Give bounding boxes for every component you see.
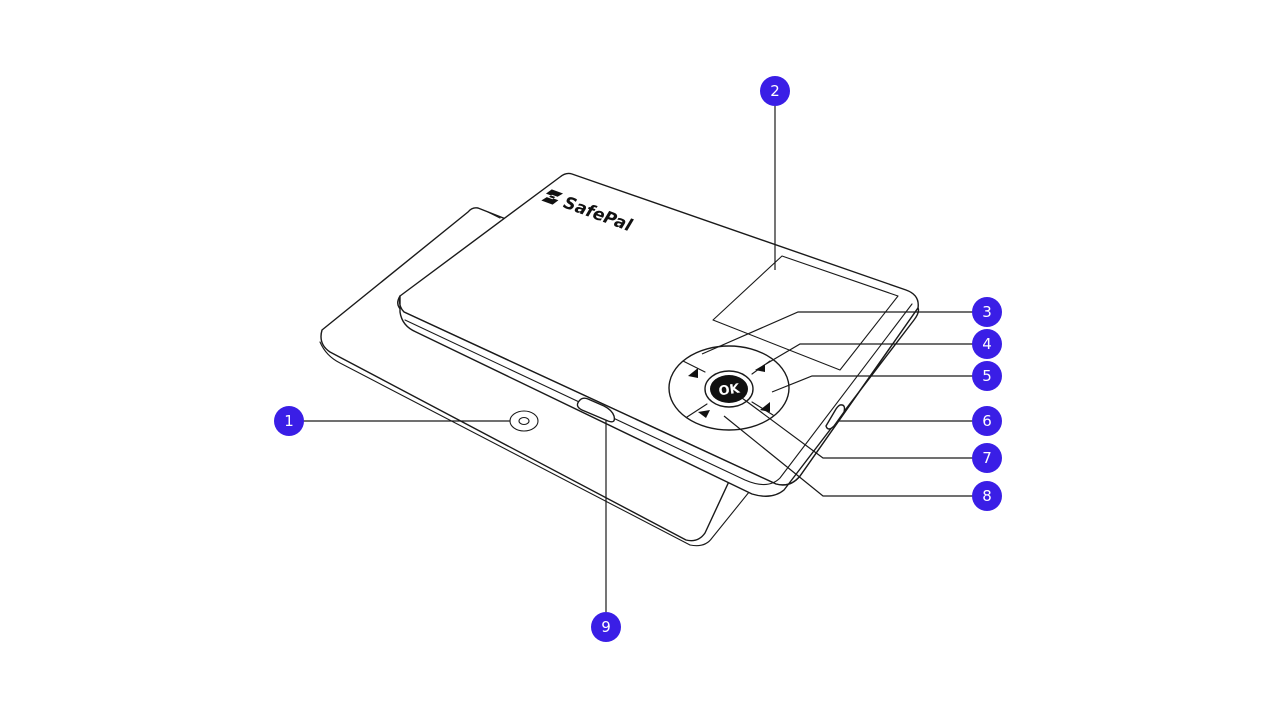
callout-6-number: 6	[982, 412, 992, 430]
callout-5-circle	[972, 361, 1002, 391]
callout-7-number: 7	[982, 449, 992, 467]
leader-4	[765, 343, 973, 365]
callout-4-number: 4	[982, 335, 992, 353]
callout-3-number: 3	[982, 303, 992, 321]
callout-9-number: 9	[601, 618, 611, 636]
callout-8-number: 8	[982, 487, 992, 505]
leader-8	[723, 415, 973, 497]
leader-lines	[303, 106, 973, 612]
device-body	[397, 172, 920, 497]
callout-2: 2	[760, 76, 790, 106]
callout-4-circle	[972, 329, 1002, 359]
callout-2-circle	[760, 76, 790, 106]
ok-button-label: OK	[718, 381, 742, 399]
ok-button[interactable]	[710, 375, 748, 403]
callout-7-circle	[972, 443, 1002, 473]
front-slot	[576, 397, 616, 423]
screen-outline	[712, 255, 899, 371]
back-case-edge	[319, 341, 691, 546]
callout-7: 7	[972, 443, 1002, 473]
up-arrow-icon[interactable]	[755, 364, 765, 372]
left-arrow-icon[interactable]	[688, 368, 698, 378]
device-body-side	[398, 295, 920, 497]
side-port-outline	[825, 404, 846, 430]
callout-3: 3	[972, 297, 1002, 327]
dpad-divider-1	[682, 360, 706, 373]
right-arrow-icon[interactable]	[760, 402, 770, 412]
callout-5: 5	[972, 361, 1002, 391]
safepal-logo-mark	[541, 189, 564, 205]
callout-4: 4	[972, 329, 1002, 359]
back-case-top-edge	[487, 211, 501, 219]
dpad: OK	[668, 345, 790, 431]
callout-8: 8	[972, 481, 1002, 511]
leader-7	[741, 397, 973, 459]
device-body-lower-edge	[404, 303, 913, 486]
callout-8-circle	[972, 481, 1002, 511]
callout-3-circle	[972, 297, 1002, 327]
callout-9-circle	[591, 612, 621, 642]
back-case-edge-bottom	[689, 475, 763, 547]
callout-1: 1	[274, 406, 304, 436]
leader-3	[701, 311, 973, 355]
callout-1-circle	[274, 406, 304, 436]
dpad-divider-3	[686, 403, 708, 418]
callout-6-circle	[972, 406, 1002, 436]
down-arrow-icon[interactable]	[698, 410, 710, 418]
callout-9: 9	[591, 612, 621, 642]
callout-5-number: 5	[982, 367, 992, 385]
callout-2-number: 2	[770, 82, 780, 100]
screen	[712, 255, 899, 371]
leader-5	[771, 375, 973, 393]
side-port	[825, 404, 846, 430]
front-slot-outline	[576, 397, 616, 423]
callout-1-number: 1	[284, 412, 294, 430]
power-button-inner	[518, 416, 530, 426]
callout-6: 6	[972, 406, 1002, 436]
